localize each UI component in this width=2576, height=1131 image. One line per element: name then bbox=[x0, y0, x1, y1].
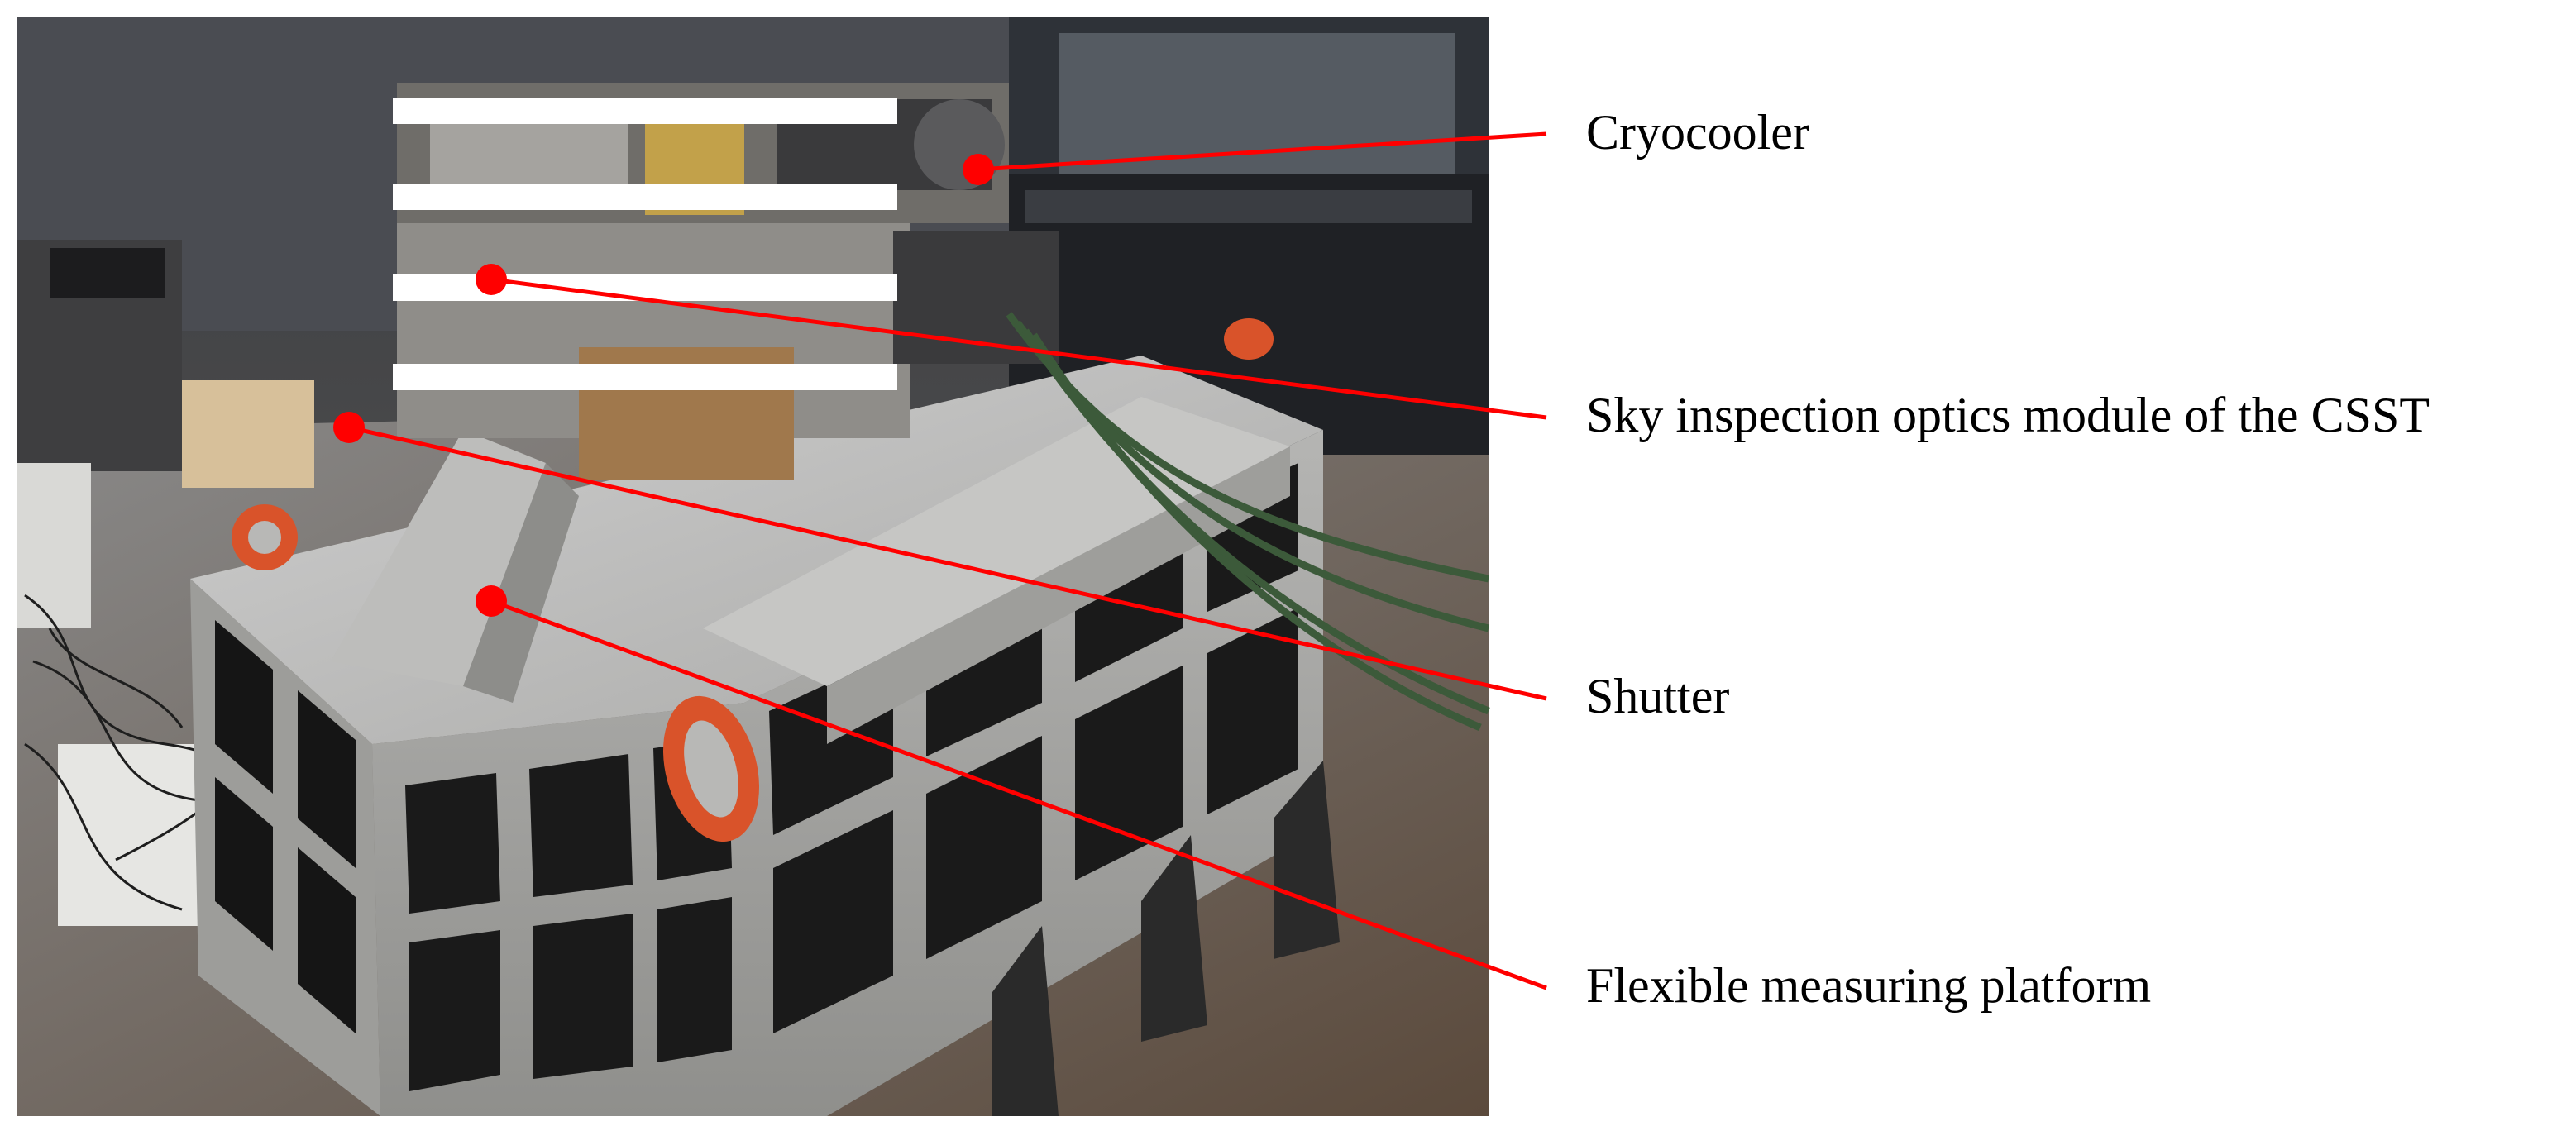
label-optics-module: Sky inspection optics module of the CSST bbox=[1586, 388, 2430, 442]
leader-shutter bbox=[348, 425, 1547, 701]
label-shutter: Shutter bbox=[1586, 669, 1730, 723]
callout-leaders bbox=[348, 131, 1547, 990]
aluminum-platform bbox=[190, 356, 1323, 1116]
marker-cryocooler bbox=[963, 154, 994, 185]
label-cryocooler: Cryocooler bbox=[1586, 105, 1809, 160]
redaction-bars bbox=[393, 98, 897, 390]
leader-cryocooler bbox=[977, 131, 1547, 172]
marker-shutter bbox=[333, 412, 365, 443]
marker-platform bbox=[476, 585, 507, 617]
label-flexible-platform: Flexible measuring platform bbox=[1586, 958, 2152, 1013]
cable-bundle bbox=[1006, 312, 1490, 732]
callout-markers bbox=[333, 154, 994, 617]
leader-optics bbox=[490, 277, 1547, 420]
marker-optics bbox=[476, 264, 507, 295]
lab-photo bbox=[17, 17, 1490, 1116]
support-bracket bbox=[331, 430, 546, 686]
leader-platform bbox=[490, 599, 1547, 990]
